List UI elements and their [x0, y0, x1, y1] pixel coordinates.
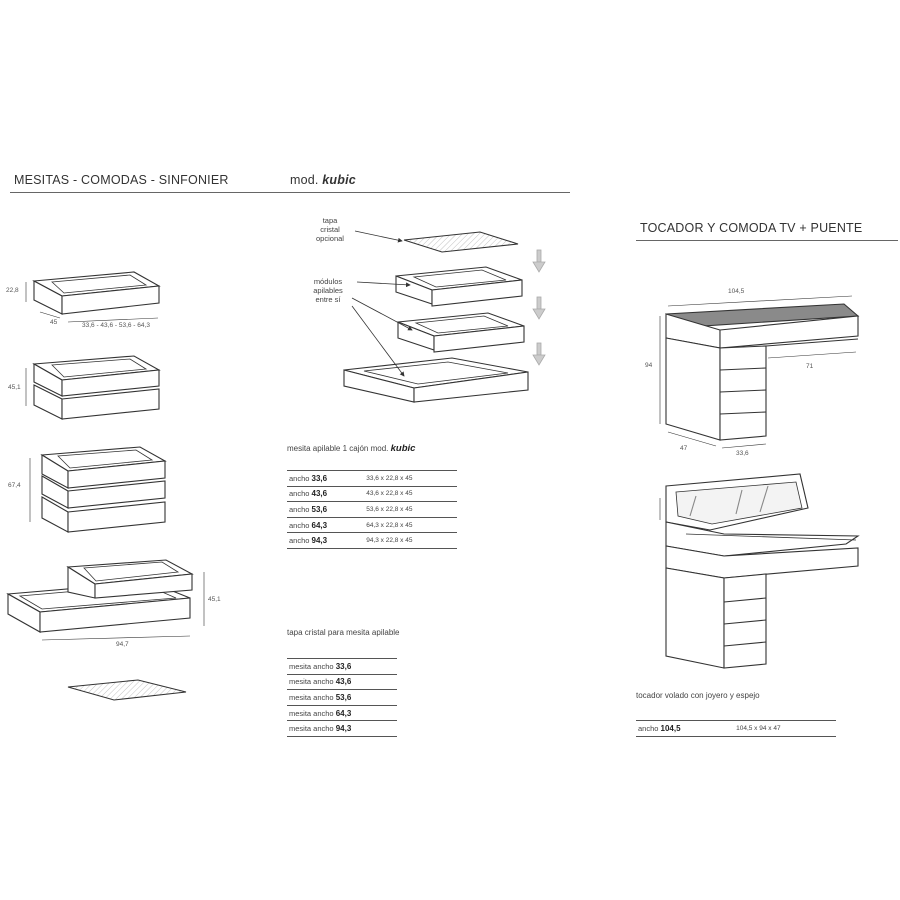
table1-title-model: kubic [390, 443, 416, 454]
row-value: 53,6 [335, 692, 352, 702]
right-header-rule [636, 240, 898, 241]
row-label-text: ancho [289, 520, 310, 530]
row-label: ancho 94,3 [287, 532, 367, 549]
dim-height-2: 45,1 [8, 384, 21, 391]
row-label: mesita ancho 64,3 [287, 705, 397, 722]
model-prefix: mod. [290, 173, 319, 187]
row-value: 53,6 [311, 504, 328, 514]
exploded-view-drawing [343, 230, 546, 403]
row-value: 43,6 [311, 489, 328, 499]
row-label-text: mesita ancho [289, 708, 334, 718]
stackable-modules-label: módulos apilables entre sí [313, 277, 343, 304]
row-label-text: ancho [289, 473, 310, 483]
vanity-table: ancho 104,5 104,5 x 94 x 47 [636, 720, 836, 737]
table1-title-prefix: mesita apilable 1 cajón mod. [287, 444, 389, 453]
row-value: 94,3 [335, 724, 352, 734]
row-label-text: ancho [289, 536, 310, 546]
row-label: mesita ancho 94,3 [287, 720, 397, 737]
table-row: mesita ancho 33,6 [287, 658, 397, 675]
vanity-caption: tocador volado con joyero y espejo [636, 691, 760, 700]
row-value: 33,6 [335, 661, 352, 671]
row-dims: 53,6 x 22,8 x 45 [366, 501, 457, 518]
table-row: mesita ancho 94,3 [287, 720, 397, 737]
row-label: mesita ancho 33,6 [287, 658, 397, 675]
row-label: ancho 53,6 [287, 501, 367, 518]
dim-depth: 45 [50, 319, 58, 326]
table-row: ancho 94,3 94,3 x 22,8 x 45 [287, 532, 457, 549]
table-row: ancho 64,3 64,3 x 22,8 x 45 [287, 517, 457, 534]
row-label: mesita ancho 53,6 [287, 689, 397, 706]
table1-title: mesita apilable 1 cajón mod. kubic [287, 443, 415, 454]
row-label-text: ancho [289, 504, 310, 514]
table-row: mesita ancho 53,6 [287, 689, 397, 706]
table-row: ancho 33,6 33,6 x 22,8 x 45 [287, 470, 457, 487]
row-label-text: mesita ancho [289, 677, 334, 687]
row-label-text: mesita ancho [289, 724, 334, 734]
vanity-dim-chest: 33,6 [736, 450, 749, 457]
dim-height-1: 22,8 [6, 287, 19, 294]
row-dims: 104,5 x 94 x 47 [736, 720, 836, 737]
dim-height-3: 67,4 [8, 482, 21, 489]
vanity-dim-bridge: 71 [806, 363, 814, 370]
wide-combination-drawing [6, 559, 205, 641]
row-label: ancho 43,6 [287, 486, 367, 503]
table1: ancho 33,6 33,6 x 22,8 x 45 ancho 43,6 4… [287, 470, 457, 549]
vanity-dim-height: 94 [645, 362, 653, 369]
row-value: 64,3 [311, 520, 328, 530]
row-label-text: ancho [289, 489, 310, 499]
table-row: ancho 104,5 104,5 x 94 x 47 [636, 720, 836, 737]
row-dims: 43,6 x 22,8 x 45 [366, 486, 457, 503]
row-value: 94,3 [311, 536, 328, 546]
row-label-text: mesita ancho [289, 692, 334, 702]
table-row: mesita ancho 64,3 [287, 705, 397, 722]
vanity-open-drawing [659, 473, 860, 669]
left-header-rule [10, 192, 570, 193]
two-module-drawing [25, 355, 161, 420]
left-section-title: MESITAS - COMODAS - SINFONIER [14, 173, 229, 187]
model-title: mod. kubic [290, 173, 356, 187]
table-row: ancho 43,6 43,6 x 22,8 x 45 [287, 486, 457, 503]
dim-height-4: 45,1 [208, 596, 221, 603]
row-label-text: mesita ancho [289, 661, 334, 671]
row-label: ancho 104,5 [636, 720, 737, 737]
table2-title: tapa cristal para mesita apilable [287, 628, 400, 637]
three-module-drawing [29, 446, 167, 533]
table-row: mesita ancho 43,6 [287, 674, 397, 691]
model-name: kubic [322, 173, 356, 187]
vanity-dim-depth: 47 [680, 445, 688, 452]
dim-width-4: 94,7 [116, 641, 129, 648]
row-dims: 64,3 x 22,8 x 45 [366, 517, 457, 534]
row-value: 64,3 [335, 708, 352, 718]
row-label: ancho 33,6 [287, 470, 367, 487]
single-module-drawing [25, 271, 161, 323]
row-label: mesita ancho 43,6 [287, 674, 397, 691]
vanity-closed-drawing [659, 295, 860, 449]
row-value: 33,6 [311, 473, 328, 483]
right-section-title: TOCADOR Y COMODA TV + PUENTE [640, 221, 863, 235]
vanity-dim-width: 104,5 [728, 288, 745, 295]
row-label: ancho 64,3 [287, 517, 367, 534]
row-label-text: ancho [638, 723, 659, 733]
row-value: 104,5 [660, 723, 681, 733]
row-dims: 94,3 x 22,8 x 45 [366, 532, 457, 549]
row-dims: 33,6 x 22,8 x 45 [366, 470, 457, 487]
glass-top-label: tapa cristal opcional [316, 216, 344, 243]
table-row: ancho 53,6 53,6 x 22,8 x 45 [287, 501, 457, 518]
row-value: 43,6 [335, 677, 352, 687]
dim-widths: 33,6 - 43,6 - 53,6 - 64,3 [82, 322, 150, 329]
glass-top-drawing [67, 679, 187, 701]
table2: mesita ancho 33,6 mesita ancho 43,6 mesi… [287, 658, 397, 737]
